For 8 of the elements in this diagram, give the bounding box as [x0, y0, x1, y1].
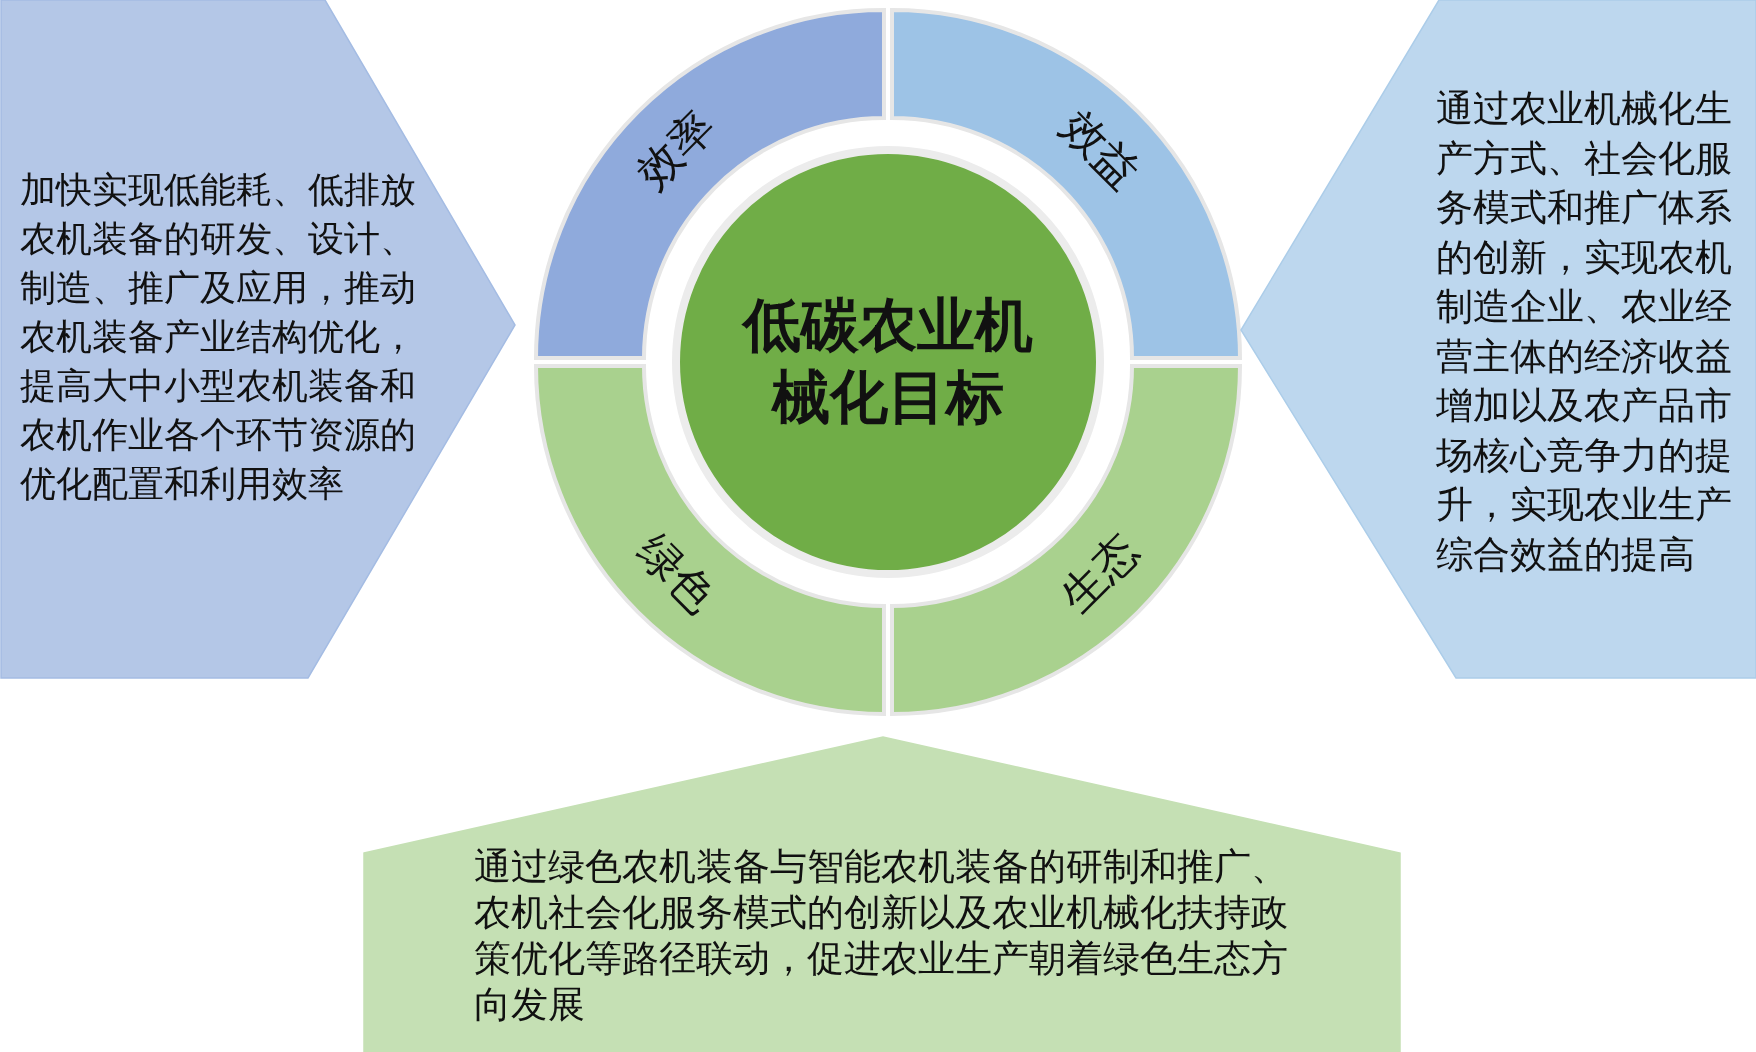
segment-label: 生态: [1051, 525, 1149, 623]
segment-label: 效率: [627, 101, 725, 199]
description-text: 加快实现低能耗、低排放农机装备的研发、设计、制造、推广及应用，推动农机装备产业结构优化，提高大中小型农机装备和农机作业各个环节资源的优化配置和利用效率: [20, 169, 417, 506]
segment-label: 效益: [1051, 101, 1149, 199]
description-text: 通过绿色农机装备与智能农机装备的研制和推广、农机社会化服务模式的创新以及农业机械化扶持政策优化等路径联动，促进农业生产朝着绿色生态方向发展: [474, 845, 1289, 1027]
center-title: 低碳农业机械化目标: [740, 292, 1034, 432]
segment-label: 绿色: [627, 525, 725, 623]
description-text: 通过农业机械化生产方式、社会化服务模式和推广体系的创新，实现农机制造企业、农业经营主体的经济收益增加以及农产品市场核心竞争力的提升，实现农业生产综合效益的提高: [1436, 87, 1733, 577]
